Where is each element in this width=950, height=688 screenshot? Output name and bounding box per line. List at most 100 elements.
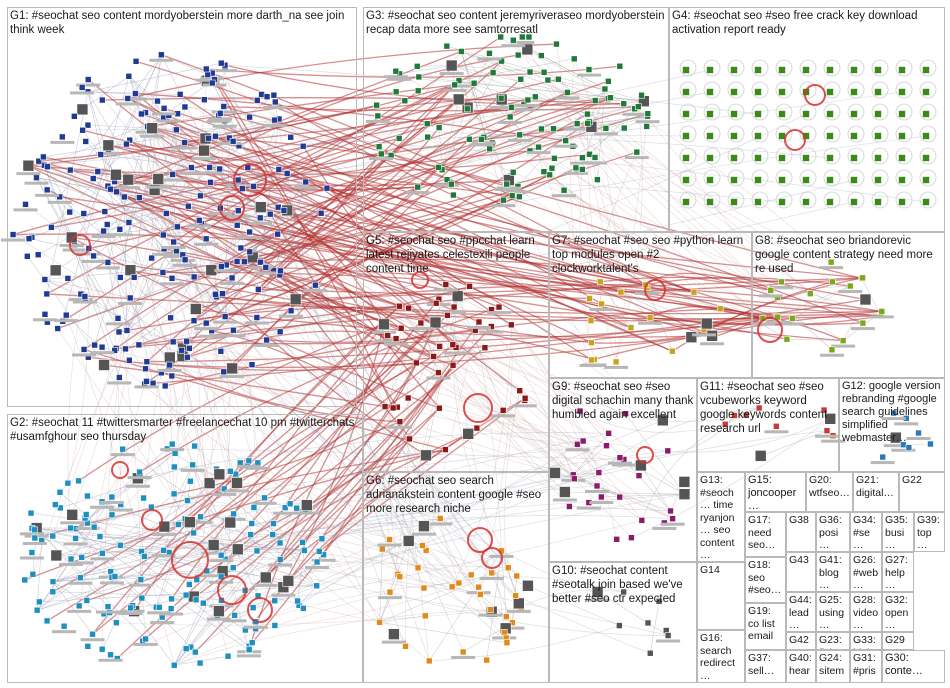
node-icon — [560, 186, 568, 194]
edge — [44, 141, 234, 280]
edge — [192, 464, 441, 519]
edge — [461, 51, 607, 129]
node-icon — [206, 164, 213, 171]
group-label: G16: search redirect… — [700, 632, 736, 682]
node-label — [387, 425, 412, 429]
node-label — [201, 551, 226, 555]
node-icon — [392, 67, 400, 75]
node-icon — [612, 358, 620, 366]
node-label — [213, 320, 238, 324]
node-icon — [40, 153, 47, 161]
edge — [590, 320, 631, 328]
edge — [272, 515, 673, 535]
node-icon — [117, 541, 124, 549]
node-icon — [516, 387, 524, 394]
edge — [82, 130, 226, 317]
node-icon — [846, 282, 854, 290]
node-label — [372, 330, 397, 334]
node-icon — [445, 59, 458, 72]
node-icon — [521, 394, 529, 402]
node-icon — [195, 217, 203, 224]
edge-layer — [12, 36, 931, 666]
group-box-g25: G25: using… — [816, 592, 850, 632]
node-icon — [617, 288, 625, 296]
node-icon — [414, 564, 422, 572]
group-box-g38: G38 — [786, 512, 816, 552]
node-icon — [616, 454, 624, 461]
self-loop — [727, 81, 745, 99]
node-icon — [181, 103, 189, 111]
node-icon — [669, 515, 676, 522]
node-icon — [755, 404, 763, 412]
node-icon — [418, 520, 430, 532]
edge — [458, 72, 494, 81]
group-label: G2: #seochat 11 #twittersmarter #freelan… — [10, 417, 358, 443]
node-label — [237, 236, 262, 240]
node-icon — [826, 176, 834, 184]
node-label — [161, 245, 186, 249]
group-label: G12: google version rebranding #google s… — [842, 380, 944, 444]
edge — [173, 603, 204, 666]
self-loop — [871, 59, 889, 77]
group-label: G1: #seochat seo content mordyoberstein … — [10, 10, 348, 36]
edge — [167, 448, 624, 460]
edge — [543, 115, 648, 172]
group-box-g41: G41: blog… — [816, 552, 850, 592]
node-icon — [754, 132, 762, 140]
group-box-g11: G11: #seochat seo #seo vcubeworks keywor… — [697, 378, 839, 472]
node-icon — [754, 198, 762, 206]
node-icon — [75, 477, 82, 485]
node-icon — [562, 137, 569, 144]
group-box-g8: G8: #seochat seo briandorevic google con… — [752, 232, 945, 378]
self-loop — [703, 125, 721, 143]
node-icon — [373, 101, 380, 109]
edge — [237, 224, 626, 415]
edge — [118, 306, 409, 333]
node-icon — [922, 132, 930, 140]
node-icon — [754, 154, 762, 162]
edge — [126, 250, 177, 331]
node-icon — [586, 295, 593, 302]
node-icon — [224, 652, 232, 660]
node-label — [76, 252, 101, 256]
edge — [36, 364, 253, 611]
self-loop — [751, 125, 769, 143]
self-loop — [751, 81, 769, 99]
node-label — [110, 453, 135, 457]
node-label — [62, 248, 87, 252]
node-label — [63, 542, 88, 546]
edge — [441, 121, 590, 171]
node-icon — [196, 659, 204, 667]
group-label: G42 — [789, 634, 809, 646]
self-loop — [823, 147, 841, 165]
edge — [147, 113, 221, 127]
node-icon — [116, 374, 123, 381]
node-icon — [160, 547, 167, 554]
node-icon — [503, 613, 510, 620]
edge — [134, 199, 504, 278]
edge — [573, 433, 609, 475]
node-label — [253, 583, 278, 587]
node-label — [368, 157, 393, 161]
self-loop — [919, 125, 937, 143]
edge — [483, 115, 648, 138]
edge — [458, 80, 510, 181]
node-icon — [187, 477, 194, 485]
node-label — [268, 563, 293, 567]
node-icon — [94, 168, 102, 175]
node-label — [477, 57, 502, 61]
edge — [541, 128, 833, 283]
edge — [133, 54, 162, 278]
edge — [223, 105, 862, 280]
node-icon — [571, 475, 578, 483]
group-label: G10: #seochat content #seotalk join base… — [552, 565, 686, 605]
group-label: G38 — [789, 514, 809, 526]
node-icon — [635, 103, 642, 111]
self-loop — [703, 103, 721, 121]
node-label — [765, 321, 790, 325]
edge — [28, 153, 590, 176]
node-icon — [114, 315, 122, 322]
node-label — [164, 254, 189, 258]
node-icon — [294, 597, 301, 605]
group-label: G43 — [789, 554, 809, 566]
